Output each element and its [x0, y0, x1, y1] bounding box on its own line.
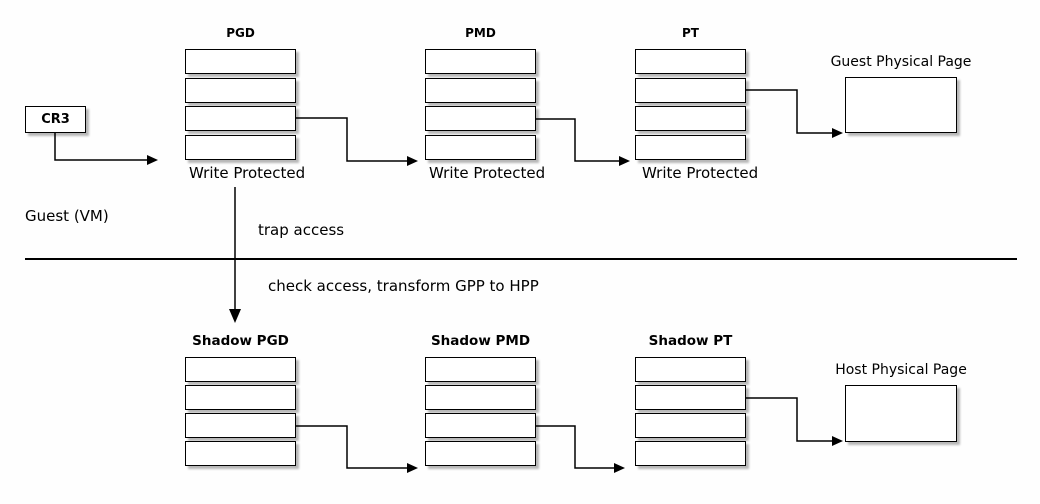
pmd-entry-row: [425, 77, 536, 103]
guest-vm-region-label: Guest (VM): [25, 207, 109, 225]
pt-entry-row: [635, 49, 746, 74]
pgd-write-protected-caption: Write Protected: [189, 164, 306, 182]
arrowhead-cr3-to-pgd: [147, 155, 158, 165]
shadow-pmd-entry-row: [425, 357, 536, 382]
shadow-pt-table: [635, 357, 746, 469]
trap-access-label: trap access: [258, 221, 345, 239]
arrowhead-spmd-to-spt: [614, 463, 625, 473]
pmd-table: [425, 49, 536, 161]
check-access-label: check access, transform GPP to HPP: [268, 277, 539, 295]
shadow-pgd-entry-row: [185, 441, 296, 466]
arrow-pgd-to-pmd: [296, 117, 407, 162]
host-physical-page-box: [845, 385, 957, 442]
pt-entry-row: [635, 134, 746, 160]
shadow-pmd-table-title: Shadow PMD: [430, 333, 531, 349]
shadow-pgd-entry-row: [185, 385, 296, 410]
pmd-entry-row: [425, 134, 536, 160]
shadow-pgd-table: [185, 357, 296, 469]
shadow-pgd-table-title: Shadow PGD: [192, 333, 289, 349]
host-physical-page-label: Host Physical Page: [835, 362, 967, 378]
shadow-pgd-entry-row: [185, 357, 296, 382]
arrowhead-spt-to-host-page: [832, 436, 843, 446]
guest-physical-page-label: Guest Physical Page: [830, 54, 972, 70]
pt-write-protected-caption: Write Protected: [642, 164, 759, 182]
pgd-entry-row: [185, 134, 296, 160]
arrow-pt-to-guest-page: [746, 89, 832, 134]
pt-entry-row: [635, 77, 746, 103]
pgd-table: [185, 49, 296, 161]
shadow-pt-entry-row: [635, 357, 746, 382]
shadow-pmd-entry-row: [425, 385, 536, 410]
arrow-spgd-to-spmd: [296, 425, 407, 469]
pgd-entry-row: [185, 77, 296, 103]
arrow-spt-to-host-page: [746, 397, 832, 442]
arrowhead-trap-access: [229, 309, 241, 323]
shadow-pt-entry-row: [635, 413, 746, 438]
pgd-entry-row: [185, 106, 296, 131]
shadow-pmd-table: [425, 357, 536, 469]
arrowhead-pgd-to-pmd: [407, 156, 418, 166]
arrow-pmd-to-pt: [536, 118, 619, 162]
shadow-pgd-entry-row: [185, 413, 296, 438]
arrowhead-spgd-to-spmd: [407, 463, 418, 473]
pt-entry-row: [635, 106, 746, 131]
arrowhead-pmd-to-pt: [619, 156, 630, 166]
cr3-register-box: CR3: [25, 106, 86, 133]
guest-physical-page-box: [845, 77, 957, 133]
pgd-entry-row: [185, 49, 296, 74]
shadow-pmd-entry-row: [425, 413, 536, 438]
pgd-table-title: PGD: [226, 26, 255, 40]
pmd-write-protected-caption: Write Protected: [429, 164, 546, 182]
pt-table-title: PT: [682, 26, 699, 40]
cr3-label: CR3: [41, 112, 70, 127]
pmd-entry-row: [425, 49, 536, 74]
shadow-pt-table-title: Shadow PT: [648, 333, 733, 349]
arrow-spmd-to-spt: [536, 425, 614, 469]
pt-table: [635, 49, 746, 161]
shadow-pt-entry-row: [635, 385, 746, 410]
shadow-pt-entry-row: [635, 441, 746, 466]
arrow-cr3-to-pgd: [54, 133, 147, 161]
pmd-table-title: PMD: [465, 26, 496, 40]
arrowhead-pt-to-guest-page: [832, 128, 843, 138]
shadow-pmd-entry-row: [425, 441, 536, 466]
pmd-entry-row: [425, 106, 536, 131]
